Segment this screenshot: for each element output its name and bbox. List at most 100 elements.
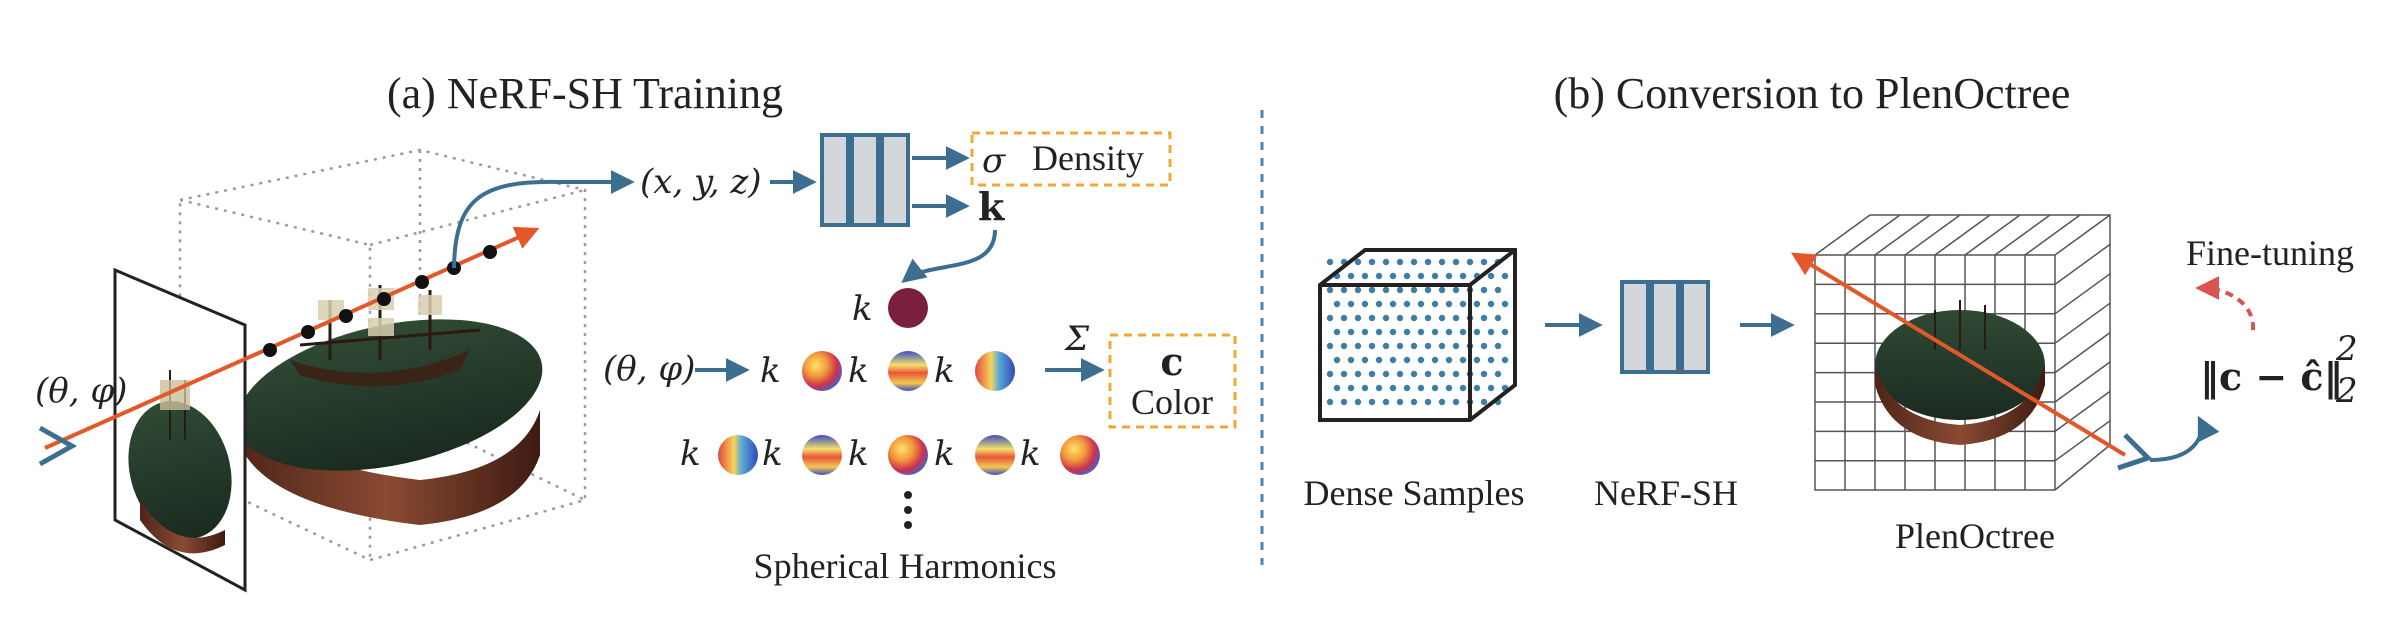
sample-dot (1431, 300, 1439, 308)
sample-dot (1347, 300, 1355, 308)
k-output: k (978, 184, 1005, 229)
sample-dot (1403, 328, 1411, 336)
sample-dot (1438, 342, 1446, 350)
sample-dot (1326, 398, 1334, 406)
octree-cell-line (2054, 302, 2111, 344)
sh-sphere-l2 (802, 435, 842, 475)
sh-sphere-l1 (802, 351, 842, 391)
sample-dot (1459, 328, 1467, 336)
fine-tuning-arrow (2195, 276, 2256, 331)
sample-dot (1368, 314, 1376, 322)
sample-dot (1354, 314, 1362, 322)
sample-dot (1452, 286, 1460, 294)
sample-dot (1431, 384, 1439, 392)
sh-coef-l1: k (934, 351, 955, 391)
sample-dot (1375, 272, 1383, 280)
sample-dot (1396, 342, 1404, 350)
sample-dot (1354, 398, 1362, 406)
sample-dot (1424, 258, 1432, 266)
sample-dot (1459, 356, 1467, 364)
sample-to-xyz-arrow (452, 170, 635, 269)
sample-dot (1417, 300, 1425, 308)
octree-cell-line (2024, 214, 2081, 256)
octree-cell-line (2054, 390, 2111, 433)
sample-dot (1501, 356, 1509, 364)
sample-dot (1487, 328, 1495, 336)
sample-dot (1347, 272, 1355, 280)
octree-cell-line (1964, 214, 2021, 256)
sample-dot (1389, 300, 1397, 308)
ellipsis-dot (904, 506, 912, 514)
plenoctree-label: PlenOctree (1895, 516, 2055, 556)
color-c-symbol: c (1160, 339, 1183, 384)
camera-eye-icon (38, 425, 78, 467)
sample-dot (1396, 370, 1404, 378)
sample-dot (1389, 328, 1397, 336)
image-plane (113, 267, 247, 593)
sample-dot (1487, 272, 1495, 280)
sample-dot (1473, 328, 1481, 336)
sample-dot (1445, 356, 1453, 364)
panel-a-title: (a) NeRF-SH Training (387, 69, 783, 118)
sample-dot (1501, 328, 1509, 336)
sample-dot (1452, 314, 1460, 322)
sample-dot (1501, 300, 1509, 308)
octree-cell-line (2054, 243, 2111, 286)
k-to-sh-arrow (901, 229, 997, 283)
sample-dot (1431, 272, 1439, 280)
sample-dot (1445, 272, 1453, 280)
sample-dot (1410, 258, 1418, 266)
sample-dot (1403, 384, 1411, 392)
sample-dot (1326, 342, 1334, 350)
ellipsis-dot (904, 491, 912, 499)
octree-cell-line (2054, 420, 2111, 462)
sample-dot (1354, 370, 1362, 378)
color-label: Color (1131, 382, 1213, 422)
sample-dot (1361, 384, 1369, 392)
sample-dot (1424, 342, 1432, 350)
octree-cell-line (1994, 214, 2051, 256)
sample-dot (1466, 258, 1474, 266)
sample-dot (1340, 398, 1348, 406)
sample-dot (1396, 314, 1404, 322)
sample-dot (1396, 258, 1404, 266)
sample-dot (1389, 384, 1397, 392)
sample-dot (1459, 300, 1467, 308)
nerf-sh-mlp-b (1620, 280, 1710, 374)
sample-dot (1333, 356, 1341, 364)
ray-sample-point (339, 309, 353, 323)
sample-dot (1417, 272, 1425, 280)
sh-coef-k00: k (852, 289, 873, 329)
sample-dot (1424, 314, 1432, 322)
view-direction-label: (θ, φ) (603, 349, 695, 389)
sample-dot (1431, 328, 1439, 336)
sample-dot (1361, 272, 1369, 280)
sample-dot (1438, 258, 1446, 266)
sh-sphere-l1 (975, 351, 1015, 391)
sample-dot (1403, 356, 1411, 364)
sample-dot (1431, 356, 1439, 364)
sh-caption: Spherical Harmonics (754, 546, 1057, 586)
sample-dot (1452, 370, 1460, 378)
sh-coef-l2: k (1020, 434, 1041, 474)
color-output-box (1108, 333, 1237, 429)
sample-dot (1333, 384, 1341, 392)
sample-dot (1417, 328, 1425, 336)
loss-expression: ‖c − ĉ‖ 2 2 (2200, 329, 2358, 411)
sample-dot (1326, 286, 1334, 294)
sample-dot (1445, 300, 1453, 308)
sample-dot (1480, 286, 1488, 294)
sample-dot (1445, 384, 1453, 392)
sample-dot (1347, 356, 1355, 364)
sample-dot (1452, 398, 1460, 406)
sh-sphere-l2 (1060, 435, 1100, 475)
sample-dot (1326, 370, 1334, 378)
sample-dot (1368, 398, 1376, 406)
octree-cell-line (1874, 214, 1931, 256)
octree-camera-eye-icon (2117, 433, 2153, 471)
sample-dot (1354, 286, 1362, 294)
sample-dot (1389, 272, 1397, 280)
sh-sphere-l2 (718, 435, 758, 475)
sample-dot (1361, 300, 1369, 308)
